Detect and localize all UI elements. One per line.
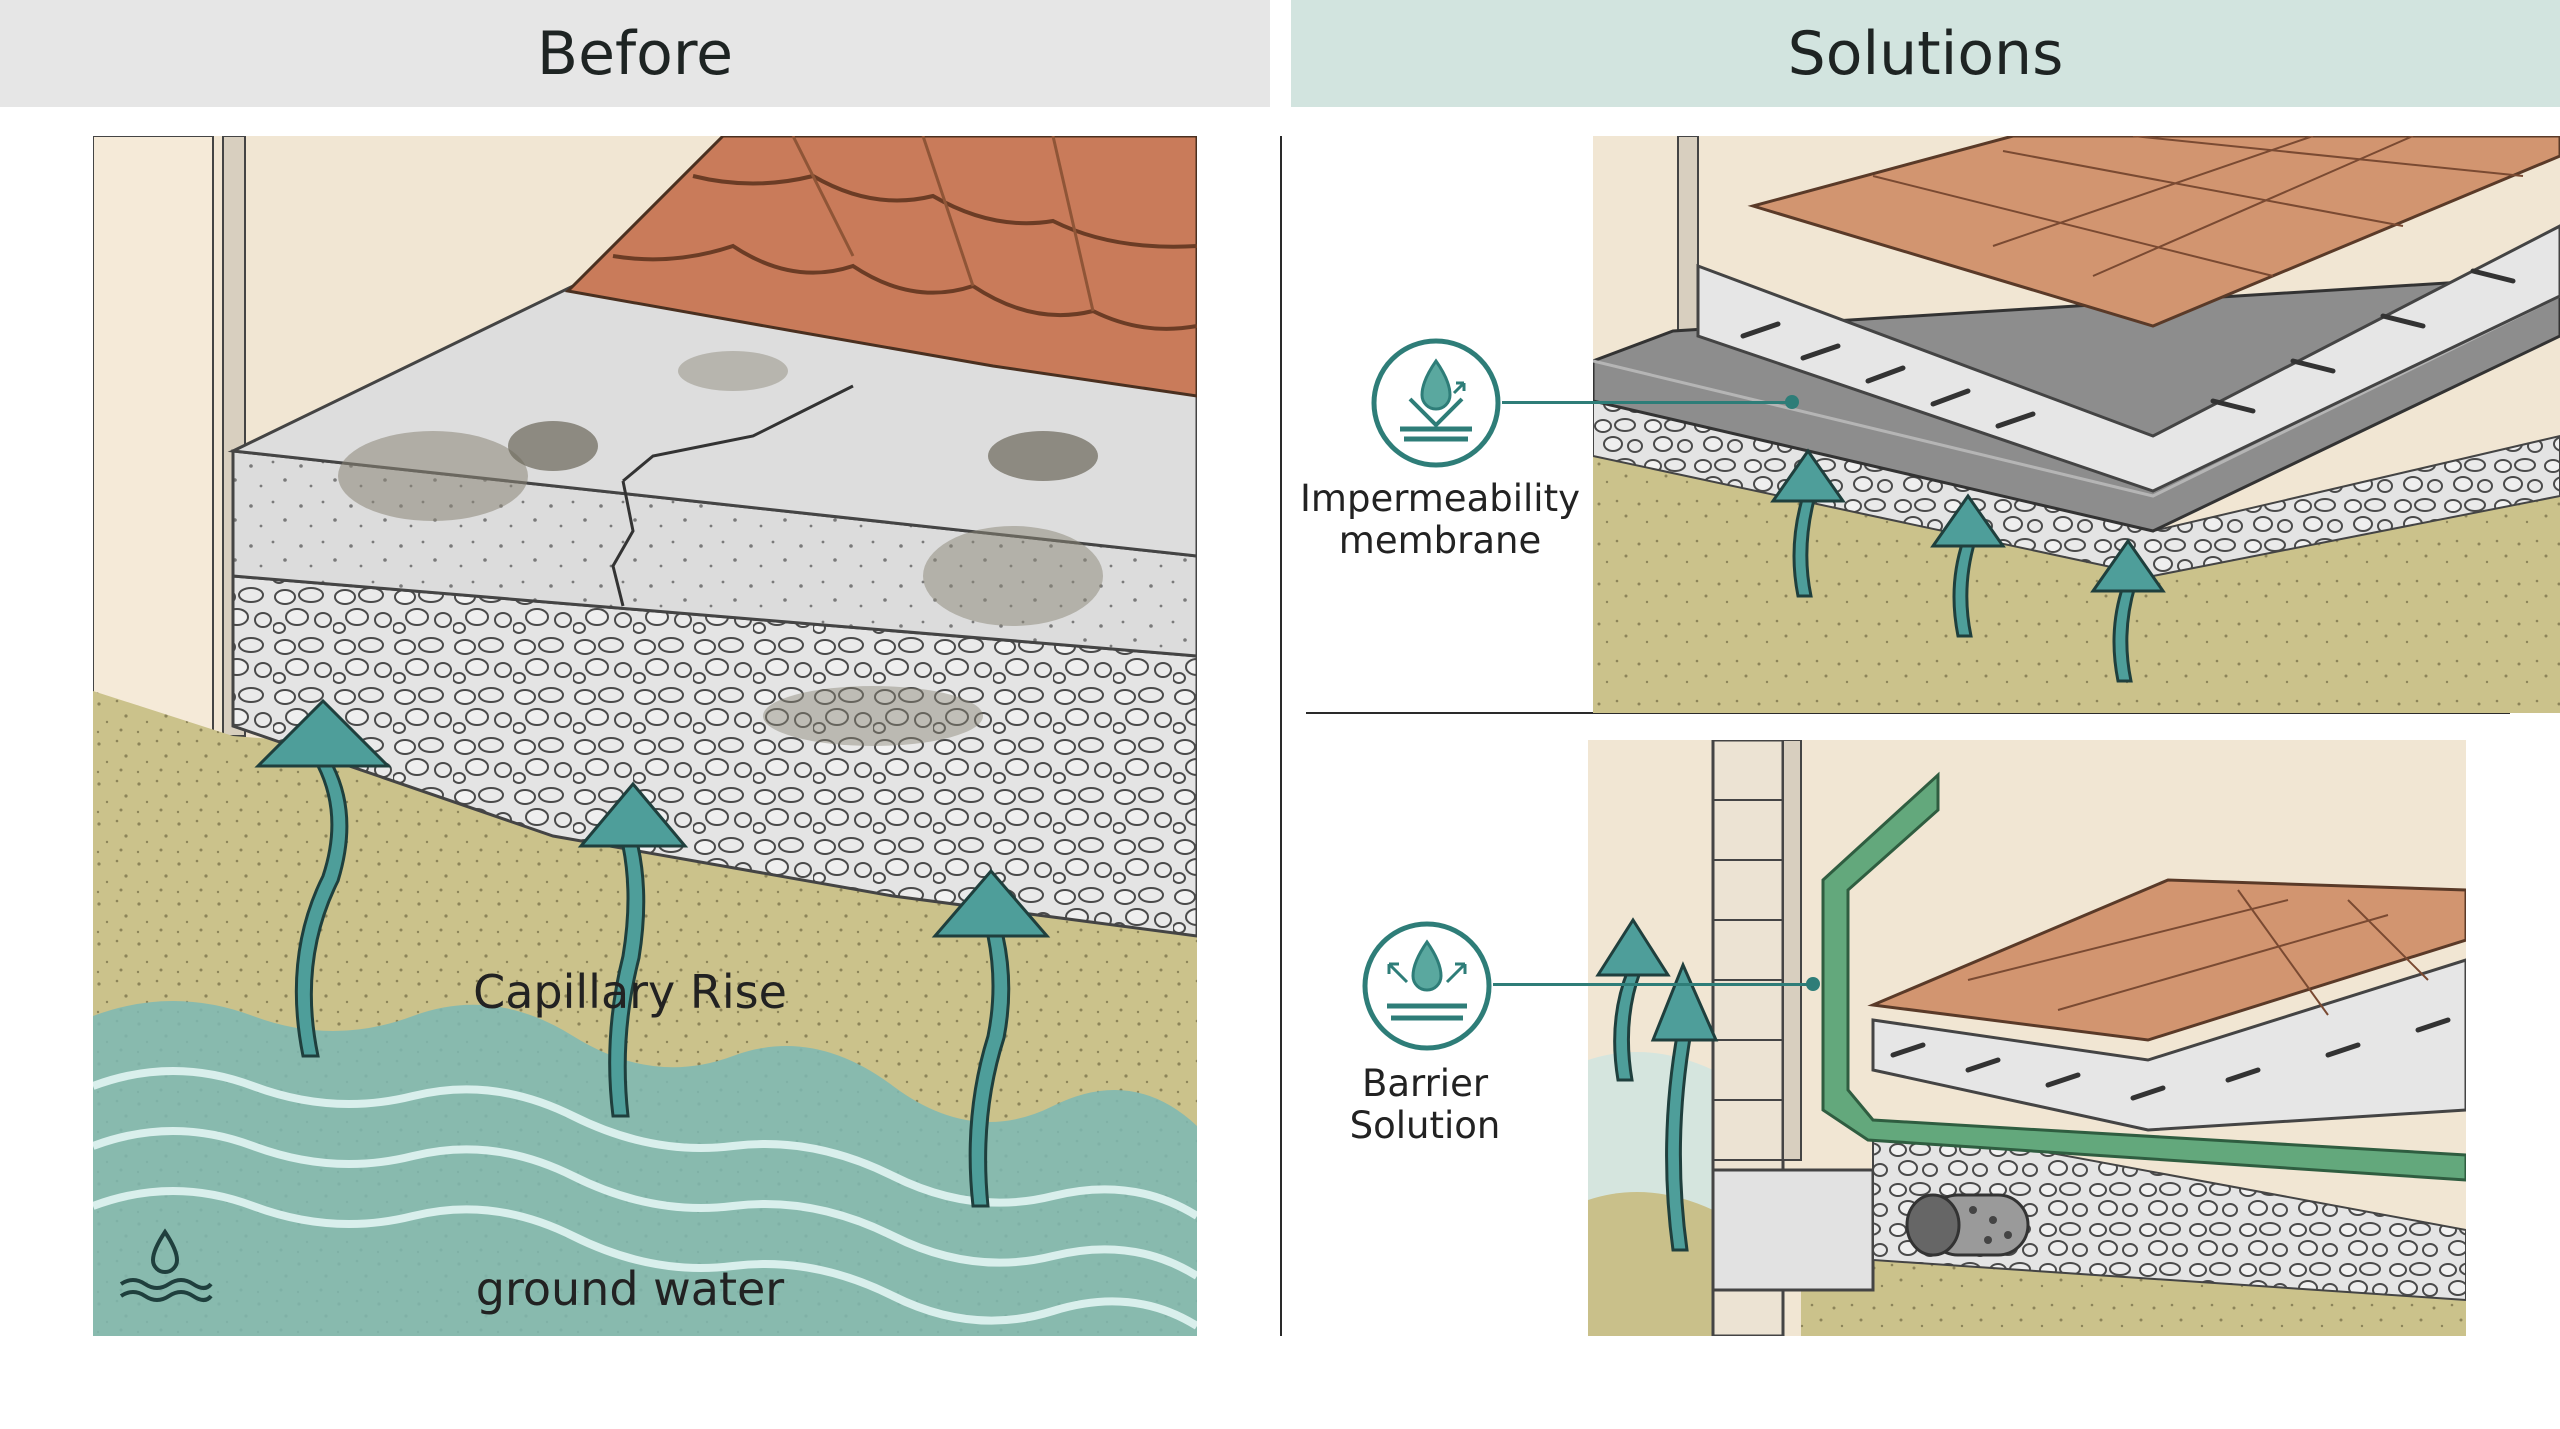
membrane-label-line2: membrane [1338, 519, 1542, 562]
solutions-title: Solutions [1787, 18, 2064, 89]
vertical-divider [1280, 136, 1282, 1336]
membrane-illustration [1593, 136, 2560, 713]
solutions-header: Solutions [1291, 0, 2560, 107]
ground-water-label: ground water [475, 1262, 785, 1316]
membrane-leader-line [1502, 401, 1792, 404]
barrier-illustration [1588, 740, 2466, 1336]
barrier-label-line1: Barrier [1361, 1062, 1489, 1105]
barrier-leader-dot [1806, 977, 1820, 991]
barrier-label: Barrier Solution [1300, 1063, 1550, 1147]
before-title: Before [536, 18, 734, 89]
capillary-rise-label: Capillary Rise [473, 965, 787, 1019]
before-illustration [93, 136, 1197, 1336]
horizontal-divider [1306, 712, 2510, 714]
water-drop-membrane-icon [1370, 337, 1502, 469]
water-drop-barrier-icon [1361, 920, 1493, 1052]
barrier-label-line2: Solution [1349, 1104, 1501, 1147]
membrane-label-line1: Impermeability [1300, 477, 1580, 520]
water-drop-waves-icon [115, 1228, 215, 1308]
before-header: Before [0, 0, 1270, 107]
membrane-label: Impermeability membrane [1300, 478, 1580, 562]
barrier-leader-line [1493, 983, 1813, 986]
membrane-leader-dot [1785, 395, 1799, 409]
